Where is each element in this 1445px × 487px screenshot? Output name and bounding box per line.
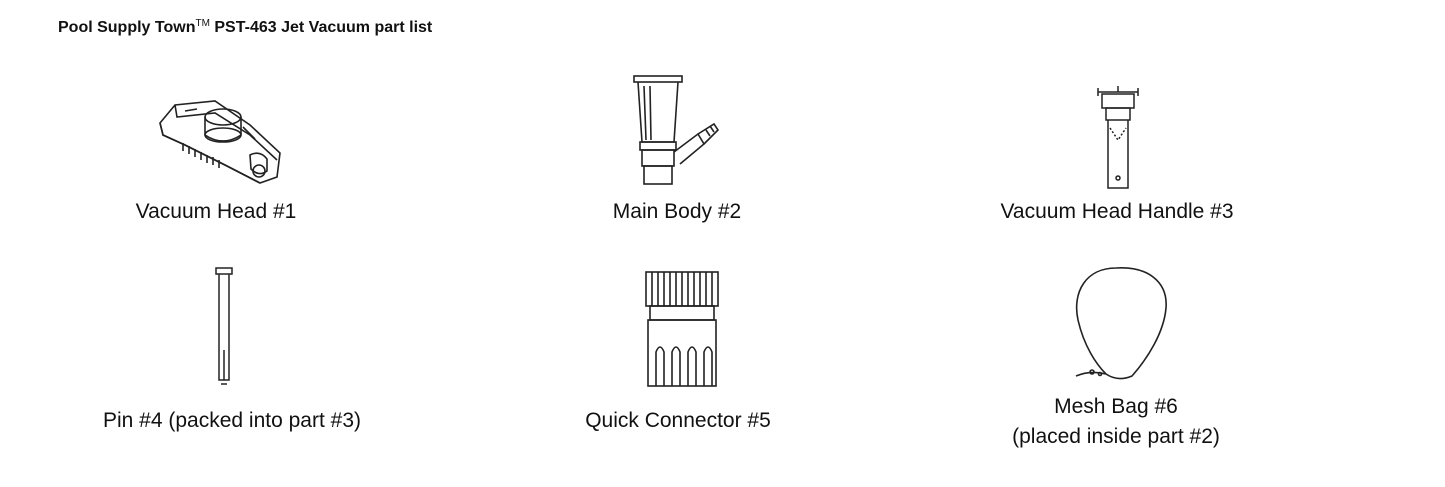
main-body-icon [633, 75, 720, 185]
part-label-vacuum-head: Vacuum Head #1 [135, 200, 297, 223]
part-label-mesh-bag: Mesh Bag #6 (placed inside part #2) [1012, 392, 1220, 452]
mesh-bag-icon [1075, 267, 1167, 380]
mesh-bag-label-line1: Mesh Bag #6 [1054, 395, 1178, 418]
title-text: PST-463 Jet Vacuum part list [214, 19, 433, 36]
quick-connector-icon [645, 271, 719, 387]
mesh-bag-label-line2: (placed inside part #2) [1012, 425, 1220, 448]
brand-name: Pool Supply Town [58, 19, 196, 36]
part-label-pin: Pin #4 (packed into part #3) [103, 409, 361, 432]
page-title: Pool Supply TownTM PST-463 Jet Vacuum pa… [58, 18, 432, 37]
part-label-quick-connector: Quick Connector #5 [585, 409, 771, 432]
vacuum-head-handle-icon [1097, 86, 1139, 189]
pin-icon [215, 267, 233, 385]
part-label-main-body: Main Body #2 [612, 200, 742, 223]
trademark-mark: TM [195, 18, 210, 29]
vacuum-head-icon [159, 100, 281, 184]
part-label-vacuum-head-handle: Vacuum Head Handle #3 [1000, 200, 1234, 223]
